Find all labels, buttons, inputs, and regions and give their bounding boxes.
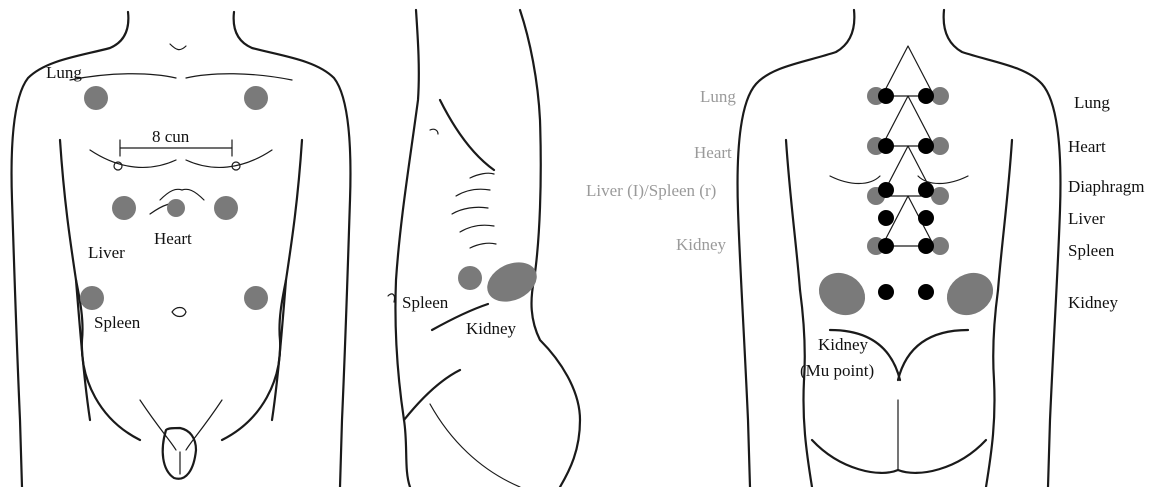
front-lung-point-left — [84, 86, 108, 110]
front-heart-point — [167, 199, 185, 217]
back-black-point — [918, 210, 934, 226]
back-black-point — [878, 182, 894, 198]
back-right-lung-label: Lung — [1074, 93, 1110, 112]
back-black-point — [918, 284, 934, 300]
side-body-figure — [388, 10, 580, 487]
back-mu-point-label-line1: Kidney — [818, 335, 869, 354]
back-right-kidney-label: Kidney — [1068, 293, 1119, 312]
back-black-point — [918, 182, 934, 198]
back-black-point — [878, 284, 894, 300]
front-spleen-point-right — [244, 286, 268, 310]
back-right-diaphragm-label: Diaphragm — [1068, 177, 1144, 196]
back-black-point — [878, 238, 894, 254]
front-liver-point-left — [112, 196, 136, 220]
back-left-kidney-label: Kidney — [676, 235, 727, 254]
back-left-heart-label: Heart — [694, 143, 732, 162]
back-mu-point-label-line2: (Mu point) — [800, 361, 874, 380]
front-spleen-label: Spleen — [94, 313, 141, 332]
back-kidney-mu-left — [811, 265, 873, 324]
back-left-lung-label: Lung — [700, 87, 736, 106]
front-lung-label: Lung — [46, 63, 82, 82]
back-black-point — [878, 138, 894, 154]
side-kidney-point — [481, 255, 543, 310]
back-black-point — [918, 138, 934, 154]
side-kidney-label: Kidney — [466, 319, 517, 338]
side-spleen-label: Spleen — [402, 293, 449, 312]
side-spleen-point — [458, 266, 482, 290]
back-left-liver-spleen-label: Liver (I)/Spleen (r) — [586, 181, 716, 200]
back-black-point — [918, 88, 934, 104]
back-kidney-mu-right — [939, 265, 1001, 324]
back-black-point — [918, 238, 934, 254]
back-right-spleen-label: Spleen — [1068, 241, 1115, 260]
front-measure-label: 8 cun — [152, 127, 190, 146]
front-liver-label: Liver — [88, 243, 125, 262]
back-black-point — [878, 210, 894, 226]
front-heart-label: Heart — [154, 229, 192, 248]
back-black-point — [878, 88, 894, 104]
front-spleen-point-left — [80, 286, 104, 310]
back-right-liver-label: Liver — [1068, 209, 1105, 228]
back-body-figure — [738, 10, 1061, 487]
back-right-heart-label: Heart — [1068, 137, 1106, 156]
front-lung-point-right — [244, 86, 268, 110]
front-body-figure — [12, 12, 351, 487]
acupoints-black — [878, 88, 934, 300]
front-liver-point-right — [214, 196, 238, 220]
